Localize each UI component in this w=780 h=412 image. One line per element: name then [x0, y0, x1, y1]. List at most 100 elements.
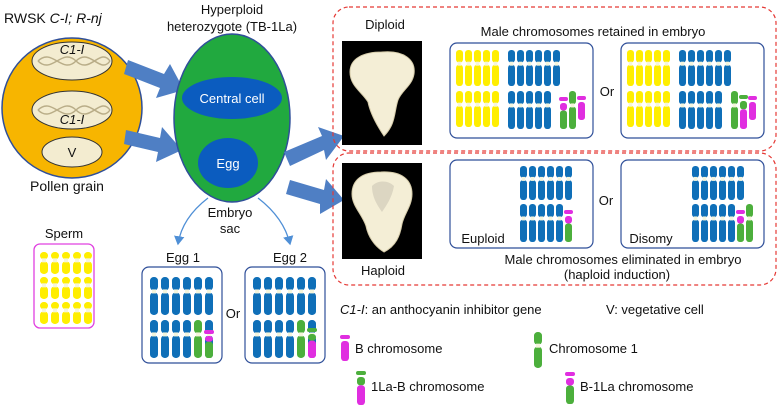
chromosome [40, 277, 48, 299]
egg1-chromosomes [150, 277, 214, 358]
haploid-or-label: Or [599, 193, 614, 208]
chromosome [172, 277, 180, 315]
chromosome [73, 252, 81, 274]
arrow-pollen-to-egg [124, 127, 182, 162]
chromosome [62, 302, 70, 324]
chromosome [706, 50, 713, 86]
b-1la-chromosome [204, 330, 214, 358]
chromosome [51, 252, 59, 274]
chromosome [535, 50, 542, 86]
chromosome [701, 204, 708, 242]
chromosome [636, 91, 643, 127]
chromosome [529, 166, 536, 200]
arrow-to-diploid [284, 127, 344, 166]
central-cell [182, 77, 282, 119]
chromosome [645, 50, 652, 86]
chromosome [253, 277, 261, 315]
chromosome [710, 204, 717, 242]
gene-label-2: C1-I [60, 112, 85, 127]
chromosome [737, 166, 744, 200]
chromosome [719, 166, 726, 200]
chromosome [654, 91, 661, 127]
arrow-to-egg1 [174, 197, 209, 246]
chromosome [728, 166, 735, 200]
embryo-sac-title-2: heterozygote (TB-1La) [167, 19, 297, 34]
chromosome [483, 91, 490, 127]
chromosome [701, 166, 708, 200]
egg-label: Egg [216, 156, 239, 171]
legend-chromosome1: Chromosome 1 [549, 341, 638, 356]
chromosome [654, 50, 661, 86]
chromosome-1 [746, 204, 753, 242]
legend-b-1la: B-1La chromosome [580, 379, 693, 394]
chromosome [544, 50, 551, 86]
diploid-kernel [349, 51, 415, 137]
chromosome [286, 320, 294, 358]
chromosome [264, 320, 272, 358]
chromosome [520, 204, 527, 242]
chromosome [679, 50, 686, 86]
diploid-outcome-box [332, 6, 777, 152]
egg-cell [198, 138, 258, 188]
chromosome [663, 91, 670, 127]
chromosome-1 [194, 320, 202, 358]
chromosome [492, 91, 499, 127]
egg1-label: Egg 1 [166, 250, 200, 265]
chromosome [526, 91, 533, 129]
chromosome [474, 50, 481, 86]
legend-1la-b-icon [356, 371, 366, 405]
diploid-title: Male chromosomes retained in embryo [481, 24, 706, 39]
chromosome [492, 50, 499, 86]
1la-b-chromosome [356, 371, 366, 405]
chromosome [688, 91, 695, 129]
central-cell-label: Central cell [199, 91, 264, 106]
chromosome [183, 277, 191, 315]
embryo-sac-caption-1: Embryo [208, 205, 253, 220]
embryo-sac-title-1: Hyperploid [201, 2, 263, 17]
chromosome [663, 50, 670, 86]
chromosome [465, 50, 472, 86]
chromosome [719, 204, 726, 242]
euploid-label: Euploid [461, 231, 504, 246]
disomy-label: Disomy [629, 231, 673, 246]
legend-1la-b: 1La-B chromosome [371, 379, 484, 394]
chromosome [183, 320, 191, 358]
chromosome [51, 302, 59, 324]
arrow-to-egg2 [257, 197, 294, 246]
chromosome [62, 277, 70, 299]
chromosome [715, 91, 722, 129]
chromosome [715, 50, 722, 86]
chromosome [194, 277, 202, 315]
vegetative-label: V [68, 145, 77, 160]
chromosome [692, 204, 699, 242]
diploid-karyotype-b-chromosomes [627, 50, 757, 129]
chromosome [692, 166, 699, 200]
chromosome [275, 277, 283, 315]
chromosome-1 [569, 91, 576, 129]
sperm-label: Sperm [45, 226, 83, 241]
haploid-title-1: Male chromosomes eliminated in embryo [505, 252, 742, 267]
egg2-label: Egg 2 [273, 250, 307, 265]
chromosome [84, 252, 92, 274]
chromosome [483, 50, 490, 86]
chromosome [73, 302, 81, 324]
pollen-caption: Pollen grain [30, 178, 104, 194]
chromosome [275, 320, 283, 358]
legend-chromosome1-icon [534, 332, 542, 368]
chromosome [40, 302, 48, 324]
1la-b-chromosome [739, 95, 748, 129]
b-1la-chromosome [564, 210, 573, 242]
chromosome [150, 277, 158, 315]
chromosome [547, 166, 554, 200]
chromosome [627, 50, 634, 86]
haploid-title-2: (haploid induction) [564, 267, 670, 282]
pollen-title: RWSK C-I; R-nj [4, 10, 103, 26]
chromosome [517, 50, 524, 86]
chromosome [40, 252, 48, 274]
chromosome [710, 166, 717, 200]
chromosome [529, 204, 536, 242]
1la-b-chromosome [307, 328, 317, 358]
b-1la-chromosome [559, 97, 568, 129]
sperm-nucleus-1 [31, 41, 113, 81]
